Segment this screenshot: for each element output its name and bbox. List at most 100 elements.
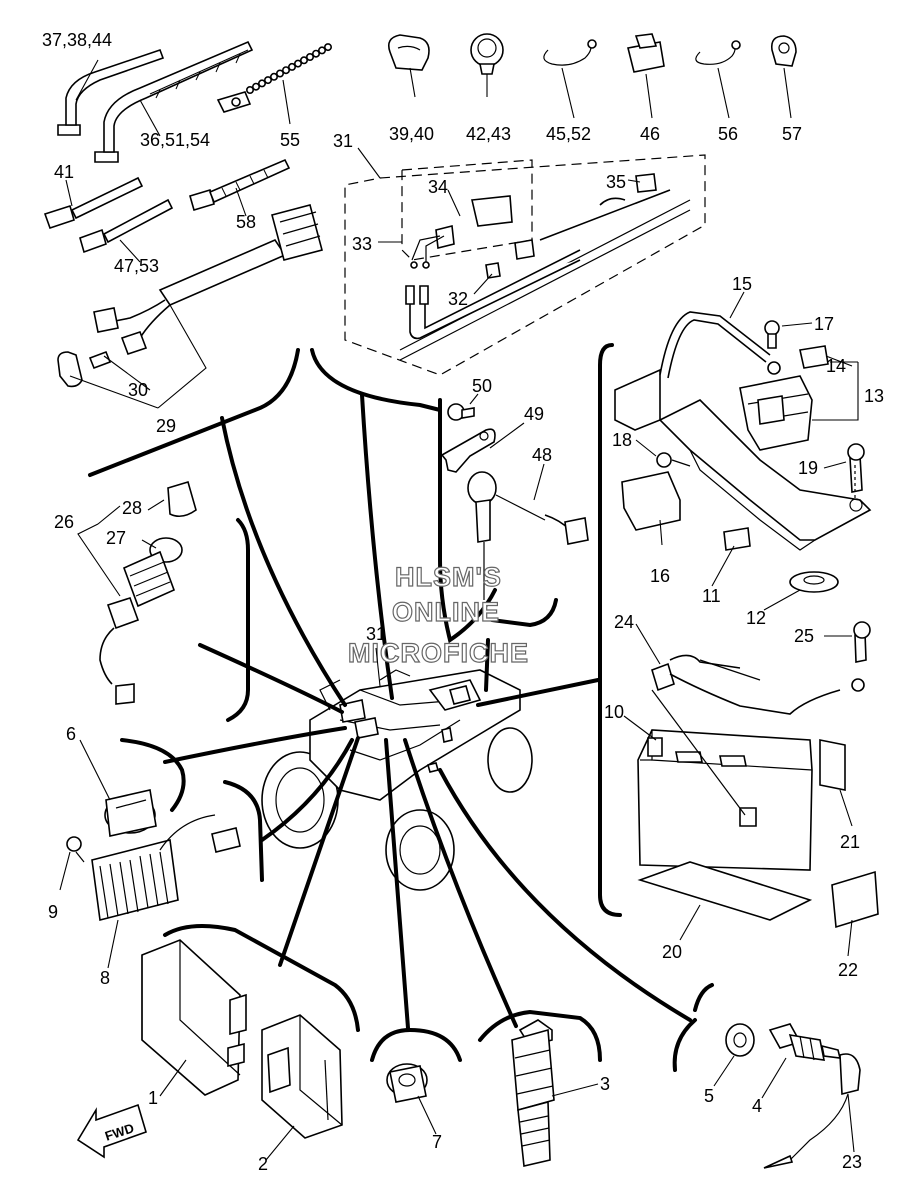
callout-16: 16 <box>650 566 670 586</box>
callout-35: 35 <box>606 172 626 192</box>
main-switch-26 <box>99 481 197 705</box>
cable-tie-37-38-44 <box>57 48 165 136</box>
callout-19: 19 <box>798 458 818 478</box>
callout-20: 20 <box>662 942 682 962</box>
ignition-coil-3 <box>511 1019 555 1167</box>
callout-6: 6 <box>66 724 76 744</box>
callout-55: 55 <box>280 130 300 150</box>
callout-39-40: 39,40 <box>389 124 434 144</box>
group-bracket-5-top <box>693 983 714 1012</box>
callout-21: 21 <box>840 832 860 852</box>
group-bracket-right <box>598 343 622 917</box>
fwd-arrow-icon: FWD <box>76 1103 147 1159</box>
group-bracket-7 <box>370 1027 462 1062</box>
callout-29: 29 <box>156 416 176 436</box>
starter-relay-2 <box>261 1014 343 1139</box>
group-bracket-6 <box>120 738 186 812</box>
callout-27: 27 <box>106 528 126 548</box>
callout-47-53: 47,53 <box>114 256 159 276</box>
callout-48: 48 <box>532 445 552 465</box>
callout-18: 18 <box>612 430 632 450</box>
callout-57: 57 <box>782 124 802 144</box>
bead <box>299 56 308 65</box>
bead <box>311 49 320 58</box>
sensor-48 <box>467 471 589 600</box>
callout-34: 34 <box>428 177 448 197</box>
callout-42-43: 42,43 <box>466 124 511 144</box>
grommet-39-40 <box>387 34 430 71</box>
callout-10: 10 <box>604 702 624 722</box>
callout-46: 46 <box>640 124 660 144</box>
callout-24: 24 <box>614 612 634 632</box>
washer-5 <box>725 1023 755 1057</box>
callout-32: 32 <box>448 289 468 309</box>
callout-30: 30 <box>128 380 148 400</box>
callout-31-top: 31 <box>333 131 353 151</box>
battery-10 <box>637 729 813 871</box>
callout-25: 25 <box>794 626 814 646</box>
neutral-switch-6 <box>104 789 157 837</box>
bead <box>293 59 302 68</box>
grommet-42-43 <box>470 33 504 75</box>
bracket-49 <box>440 428 496 473</box>
bead-band-55 <box>216 43 332 113</box>
callout-1: 1 <box>148 1088 158 1108</box>
rectifier-regulator-8 <box>66 814 241 921</box>
callout-9: 9 <box>48 902 58 922</box>
group-bracket-8 <box>223 780 264 882</box>
callout-28: 28 <box>122 498 142 518</box>
wire-harness-box-31 <box>344 154 706 376</box>
bead <box>287 62 296 71</box>
callout-23: 23 <box>842 1152 862 1172</box>
battery-tray-20 <box>637 861 813 921</box>
callout-8: 8 <box>100 968 110 988</box>
callout-13: 13 <box>864 386 884 406</box>
callout-labels: 37,38,44 36,51,54 55 39,40 42,43 45,52 4… <box>42 30 884 1174</box>
callout-12: 12 <box>746 608 766 628</box>
callout-15: 15 <box>732 274 752 294</box>
group-bracket-3 <box>478 1009 602 1062</box>
clamp-56 <box>695 40 741 65</box>
callout-22: 22 <box>838 960 858 980</box>
callout-33: 33 <box>352 234 372 254</box>
callout-14: 14 <box>826 356 846 376</box>
callout-2: 2 <box>258 1154 268 1174</box>
bead <box>317 46 326 55</box>
spark-plug-4 <box>768 1023 842 1061</box>
callout-45-52: 45,52 <box>546 124 591 144</box>
callout-36-51-54: 36,51,54 <box>140 130 210 150</box>
clamp-45-52 <box>543 39 597 66</box>
watermark-line1: HLSM'S <box>395 562 502 592</box>
bead <box>269 72 278 81</box>
group-bracket-switch <box>226 518 250 722</box>
callout-17: 17 <box>814 314 834 334</box>
cable-tie-36-51-54 <box>94 40 254 163</box>
watermark-line2: ONLINE <box>392 597 500 627</box>
callout-7: 7 <box>432 1132 442 1152</box>
bead <box>275 69 284 78</box>
callout-4: 4 <box>752 1096 762 1116</box>
callout-58: 58 <box>236 212 256 232</box>
bead <box>323 43 332 52</box>
group-bracket-5 <box>672 1018 697 1072</box>
leader-lines-thin <box>59 59 859 1161</box>
bolt-50 <box>447 403 475 421</box>
callout-26: 26 <box>54 512 74 532</box>
bead <box>263 76 272 85</box>
cable-tie-58 <box>189 158 291 211</box>
callout-11: 11 <box>702 586 721 606</box>
cable-tie-41 <box>43 176 144 230</box>
leader-lines-heavy <box>88 348 692 1030</box>
watermark: HLSM'S ONLINE MICROFICHE <box>347 561 528 668</box>
clamp-57 <box>770 35 797 67</box>
speed-sensor-7 <box>386 1063 428 1103</box>
battery-pad-22 <box>831 870 879 929</box>
callout-5: 5 <box>704 1086 714 1106</box>
bead <box>252 82 261 91</box>
sub-harness-29 <box>57 204 323 388</box>
cable-tie-47-53 <box>79 198 174 254</box>
callout-56: 56 <box>718 124 738 144</box>
battery-pad-21 <box>819 739 846 791</box>
group-bracket-1 <box>163 924 360 1032</box>
